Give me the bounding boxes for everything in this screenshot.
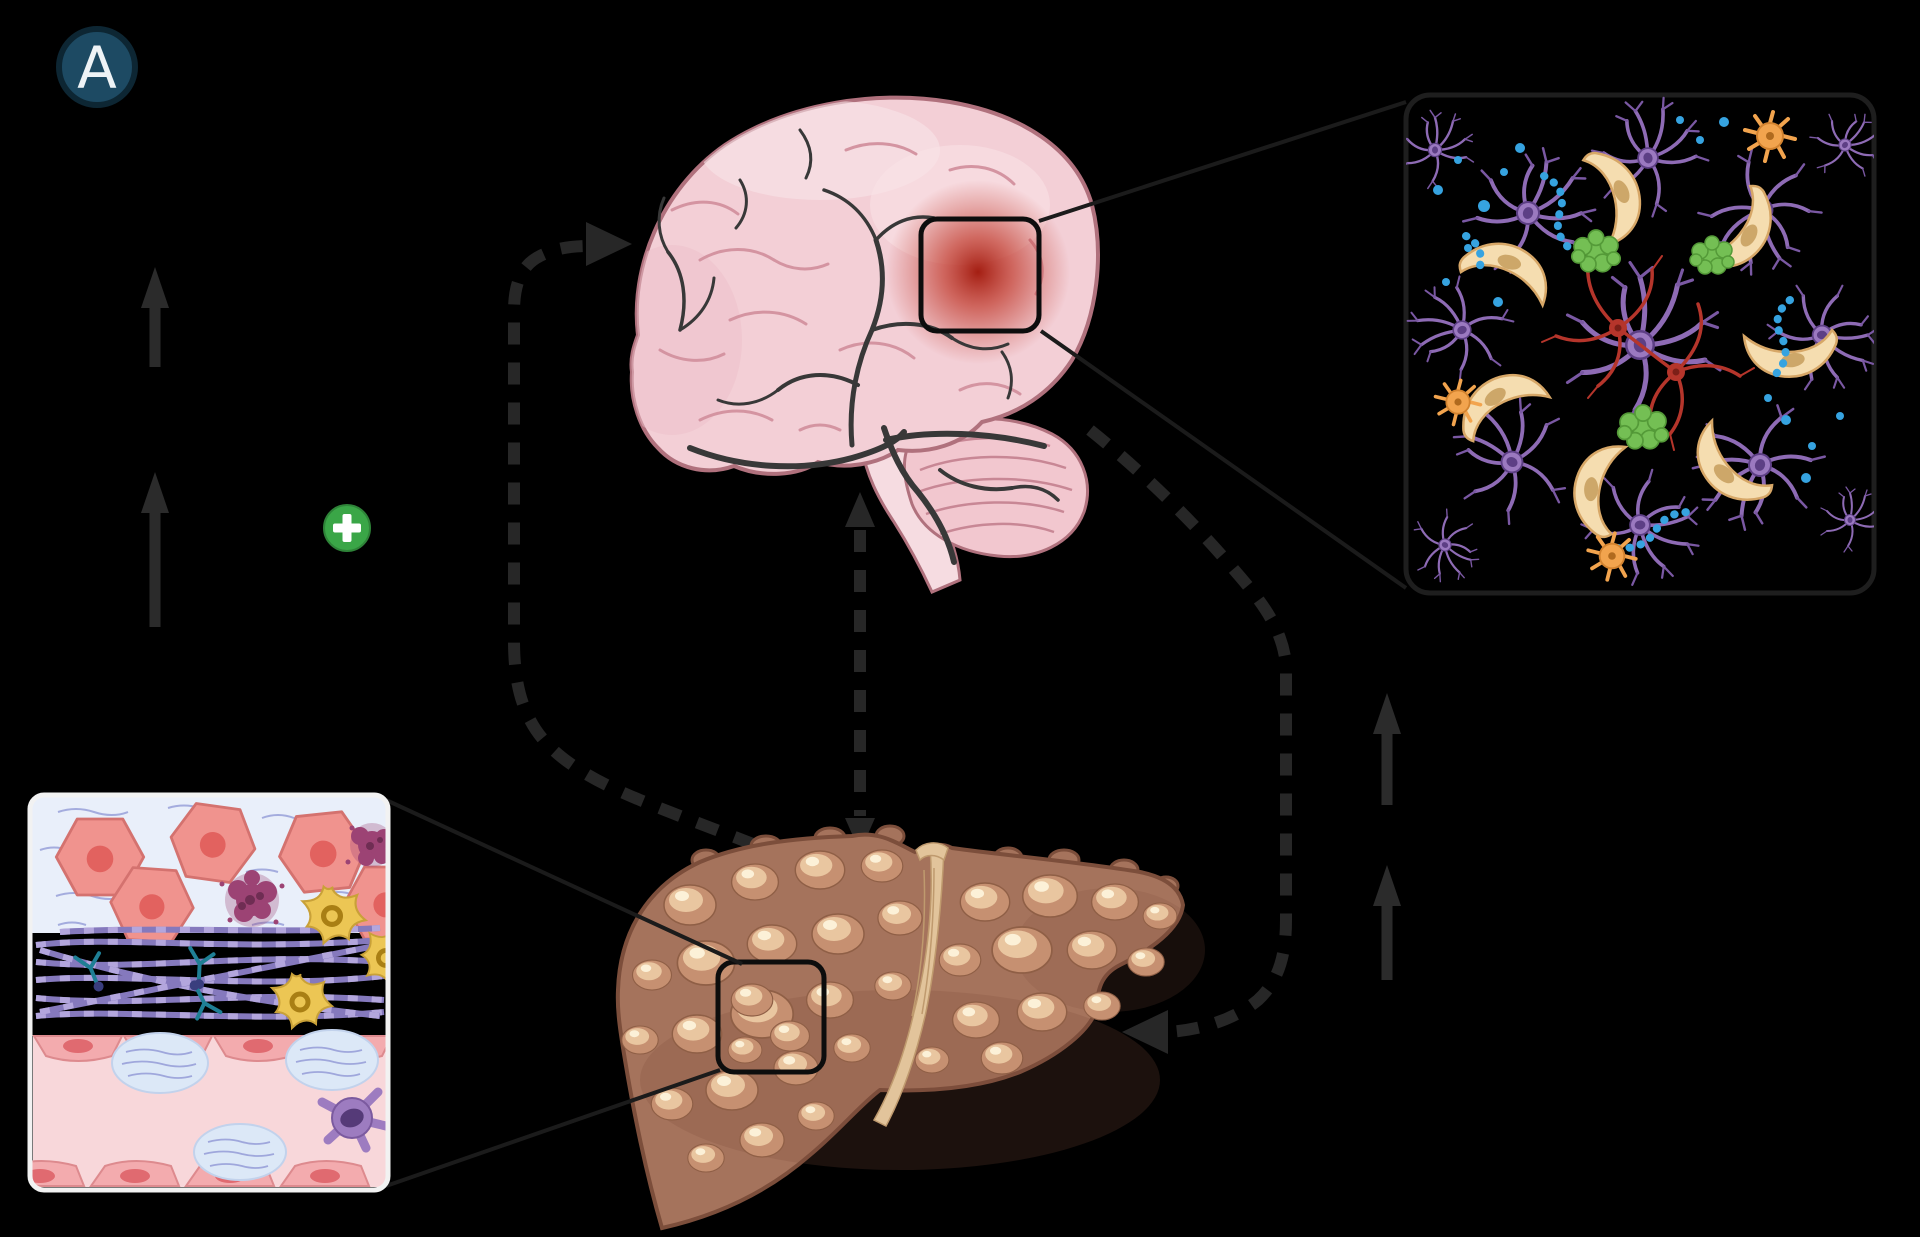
brain-zoom-box <box>918 216 1042 334</box>
up-arrow-right-bottom <box>1373 865 1401 980</box>
panel-label: A <box>77 34 117 102</box>
cytokine-dots <box>1433 116 1844 483</box>
brain-lesion-highlight <box>886 180 1070 364</box>
brain-illustration <box>629 95 1100 594</box>
inset-connector-bottom <box>1039 329 1408 590</box>
brain-vessels <box>657 128 1060 565</box>
up-arrow-left-bottom <box>141 472 169 627</box>
panel-badge-circle <box>56 26 138 108</box>
liver-tissue-inset <box>27 792 391 1193</box>
brain-surface-detail <box>631 100 1070 435</box>
inset-connector-top <box>1038 100 1407 223</box>
brain-to-liver-dashed-arrow <box>1086 425 1292 1054</box>
liver-inset-content <box>30 795 388 1187</box>
liver-inset-connector-top <box>385 798 743 966</box>
falciform-ligament <box>872 842 949 1127</box>
neuro-inset-content <box>1406 95 1874 593</box>
microthrombi-patches <box>111 1029 379 1181</box>
up-arrow-left-top <box>141 267 169 367</box>
cytokine-chains <box>1462 172 1794 553</box>
liver-to-brain-dashed-arrow <box>508 222 795 866</box>
neuroinflammation-inset <box>1403 92 1877 596</box>
liver-inset-connector-bottom <box>385 1068 721 1188</box>
up-arrow-right-top <box>1373 693 1401 805</box>
liver-inset-frame <box>27 792 391 1193</box>
panel-label-badge: A <box>56 26 138 108</box>
kupffer-cell <box>317 1087 388 1153</box>
cirrhosis-zoom-box <box>715 959 827 1075</box>
liver-illustration <box>615 824 1205 1231</box>
plus-icon <box>323 504 371 552</box>
